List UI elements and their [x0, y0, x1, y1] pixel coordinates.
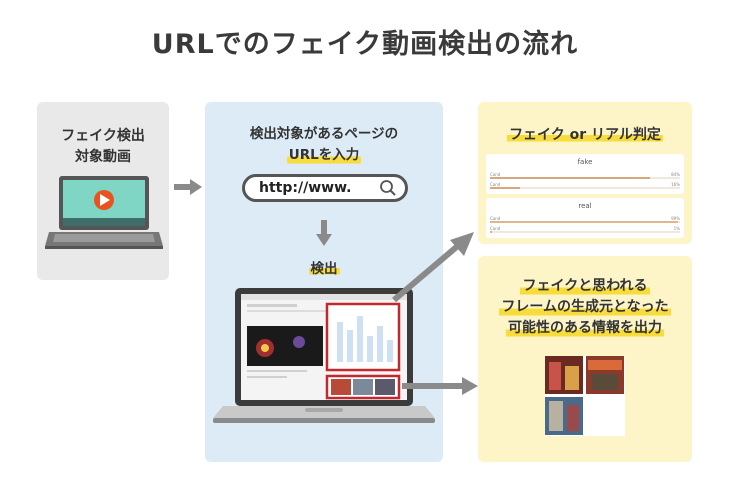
source-video-panel: フェイク検出 対象動画 [37, 102, 169, 280]
arrow-right-icon [174, 179, 202, 195]
source-frames-panel: フェイクと思われる フレームの生成元となった 可能性のある情報を出力 [478, 256, 692, 462]
frame-thumbnail [545, 397, 583, 435]
fake-result-card: fake Cand 84% Cand 16% [486, 154, 684, 194]
judgement-label: フェイク or リアル判定 [478, 124, 692, 144]
fake-row-1-key: Cand [490, 172, 501, 177]
source-frames-line1: フェイクと思われる [520, 276, 650, 297]
detect-line2: URLを入力 [286, 145, 362, 166]
fake-row-1-bar [490, 177, 650, 179]
arrow-down-icon [316, 220, 332, 246]
source-frame-thumbnails [545, 356, 625, 436]
detect-label: 検出 [205, 257, 443, 277]
fake-row-1: Cand 84% [490, 172, 680, 180]
source-label-line2: 対象動画 [75, 149, 131, 165]
fake-card-title: fake [577, 158, 593, 166]
detect-instruction: 検出対象があるページの URLを入力 [205, 124, 443, 166]
page-title: URLでのフェイク動画検出の流れ [151, 29, 579, 60]
real-row-2: Cand 1% [490, 226, 680, 234]
real-row-2-value: 1% [673, 226, 680, 231]
real-row-2-key: Cand [490, 226, 501, 231]
real-row-1-value: 99% [671, 216, 680, 221]
judgement-label-text: フェイク or リアル判定 [507, 124, 663, 144]
real-row-2-bar [490, 231, 492, 233]
judgement-panel: フェイク or リアル判定 fake Cand 84% Cand 16% rea… [478, 102, 692, 244]
url-text: http://www. [259, 180, 352, 196]
real-row-1-bar [490, 221, 679, 223]
fake-row-2: Cand 16% [490, 182, 680, 190]
real-result-card: real Cand 99% Cand 1% [486, 198, 684, 238]
detect-find-text: 検出 [308, 257, 340, 277]
search-icon[interactable] [379, 179, 397, 197]
real-row-1-key: Cand [490, 216, 501, 221]
laptop-detection-screen [213, 288, 435, 423]
source-label-line1: フェイク検出 [61, 128, 145, 144]
url-input[interactable]: http://www. [242, 174, 408, 202]
source-frames-line2: フレームの生成元となった [499, 297, 671, 318]
source-label: フェイク検出 対象動画 [37, 126, 169, 168]
real-row-1: Cand 99% [490, 216, 680, 224]
laptop-video-icon [45, 176, 163, 249]
source-frames-label: フェイクと思われる フレームの生成元となった 可能性のある情報を出力 [478, 276, 692, 339]
arrow-to-judgement [392, 232, 474, 303]
real-card-title: real [578, 202, 592, 210]
frame-thumbnail [545, 356, 583, 394]
fake-row-2-key: Cand [490, 182, 501, 187]
frame-thumbnail [586, 356, 624, 394]
detect-panel: 検出対象があるページの URLを入力 http://www. 検出 [205, 102, 443, 462]
fake-row-2-bar [490, 187, 521, 189]
fake-row-1-value: 84% [671, 172, 680, 177]
source-frames-line3: 可能性のある情報を出力 [506, 318, 664, 339]
fake-row-2-value: 16% [671, 182, 680, 187]
detect-line1: 検出対象があるページの [249, 126, 399, 142]
arrow-to-sources [402, 377, 478, 395]
